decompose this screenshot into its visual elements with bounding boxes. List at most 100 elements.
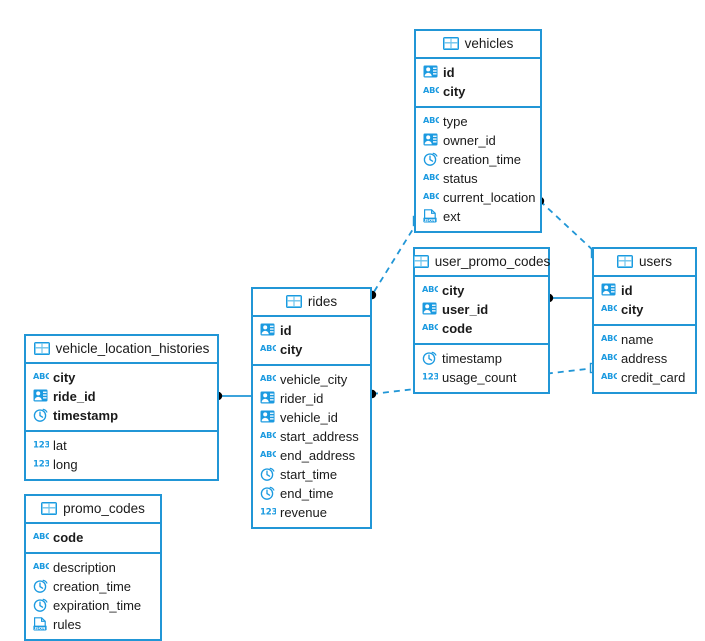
svg-text:ABC: ABC bbox=[601, 333, 617, 343]
key-id-icon bbox=[260, 391, 275, 406]
field-name: description bbox=[53, 559, 116, 575]
svg-text:ABC: ABC bbox=[33, 531, 49, 541]
field-name: revenue bbox=[280, 504, 327, 520]
field-row[interactable]: vehicle_id bbox=[253, 408, 370, 427]
svg-text:ABC: ABC bbox=[423, 85, 439, 95]
field-row[interactable]: 123 revenue bbox=[253, 503, 370, 522]
svg-text:123: 123 bbox=[33, 459, 49, 469]
field-name: timestamp bbox=[53, 407, 119, 423]
field-row[interactable]: id bbox=[416, 63, 540, 82]
svg-text:ABC: ABC bbox=[33, 371, 49, 381]
field-row[interactable]: owner_id bbox=[416, 131, 540, 150]
abc-text-icon: ABC bbox=[33, 560, 49, 575]
abc-text-icon: ABC bbox=[33, 530, 49, 545]
svg-text:ABC: ABC bbox=[423, 115, 439, 125]
field-name: city bbox=[280, 341, 303, 357]
svg-text:ABC: ABC bbox=[422, 284, 438, 294]
field-row[interactable]: creation_time bbox=[26, 577, 160, 596]
field-row[interactable]: ride_id bbox=[26, 387, 217, 406]
field-row[interactable]: end_time bbox=[253, 484, 370, 503]
key-id-icon bbox=[260, 410, 275, 425]
key-id-icon bbox=[601, 283, 616, 298]
svg-text:ABC: ABC bbox=[260, 430, 276, 440]
svg-text:ABC: ABC bbox=[601, 352, 617, 362]
field-row[interactable]: rider_id bbox=[253, 389, 370, 408]
table-header-vehicles[interactable]: vehicles bbox=[416, 31, 540, 59]
field-row[interactable]: ABC city bbox=[415, 281, 548, 300]
field-name: rider_id bbox=[280, 390, 324, 406]
field-name: city bbox=[442, 282, 465, 298]
field-name: current_location bbox=[443, 189, 536, 205]
field-row[interactable]: timestamp bbox=[26, 406, 217, 425]
field-name: id bbox=[443, 64, 455, 80]
table-icon bbox=[412, 254, 429, 269]
table-name: users bbox=[638, 254, 672, 269]
abc-text-icon: ABC bbox=[423, 114, 439, 129]
table-name: rides bbox=[307, 294, 338, 309]
svg-text:ABC: ABC bbox=[601, 371, 617, 381]
field-row[interactable]: timestamp bbox=[415, 349, 548, 368]
field-name: city bbox=[443, 83, 466, 99]
abc-text-icon: ABC bbox=[601, 370, 617, 385]
relationship-edge-vehicles-users[interactable] bbox=[539, 200, 597, 254]
field-row[interactable]: creation_time bbox=[416, 150, 540, 169]
abc-text-icon: ABC bbox=[33, 370, 49, 385]
field-row[interactable]: ABC city bbox=[253, 340, 370, 359]
field-row[interactable]: ABC description bbox=[26, 558, 160, 577]
svg-text:ABC: ABC bbox=[601, 303, 617, 313]
svg-text:123: 123 bbox=[260, 507, 276, 517]
abc-text-icon: ABC bbox=[601, 332, 617, 347]
clock-icon bbox=[423, 152, 438, 167]
svg-text:ABC: ABC bbox=[260, 449, 276, 459]
abc-text-icon: ABC bbox=[423, 84, 439, 99]
key-id-icon bbox=[260, 323, 275, 338]
field-row[interactable]: expiration_time bbox=[26, 596, 160, 615]
field-name: vehicle_city bbox=[280, 371, 348, 387]
abc-text-icon: ABC bbox=[260, 342, 276, 357]
table-header-rides[interactable]: rides bbox=[253, 289, 370, 317]
table-header-user_promo_codes[interactable]: user_promo_codes bbox=[412, 249, 550, 277]
relationship-edge-vehicles-rides[interactable] bbox=[371, 220, 419, 296]
field-row[interactable]: user_id bbox=[415, 300, 548, 319]
field-row[interactable]: start_time bbox=[253, 465, 370, 484]
field-row[interactable]: ABC city bbox=[416, 82, 540, 101]
field-row[interactable]: id bbox=[253, 321, 370, 340]
field-name: start_time bbox=[280, 466, 338, 482]
field-name: ext bbox=[443, 208, 461, 224]
abc-text-icon: ABC bbox=[423, 171, 439, 186]
field-row[interactable]: id bbox=[594, 281, 695, 300]
table-header-vehicle_location_histories[interactable]: vehicle_location_histories bbox=[26, 336, 217, 364]
table-header-users[interactable]: users bbox=[594, 249, 695, 277]
table-header-promo_codes[interactable]: promo_codes bbox=[26, 496, 160, 524]
table-name: promo_codes bbox=[63, 501, 145, 516]
field-name: rules bbox=[53, 616, 82, 632]
